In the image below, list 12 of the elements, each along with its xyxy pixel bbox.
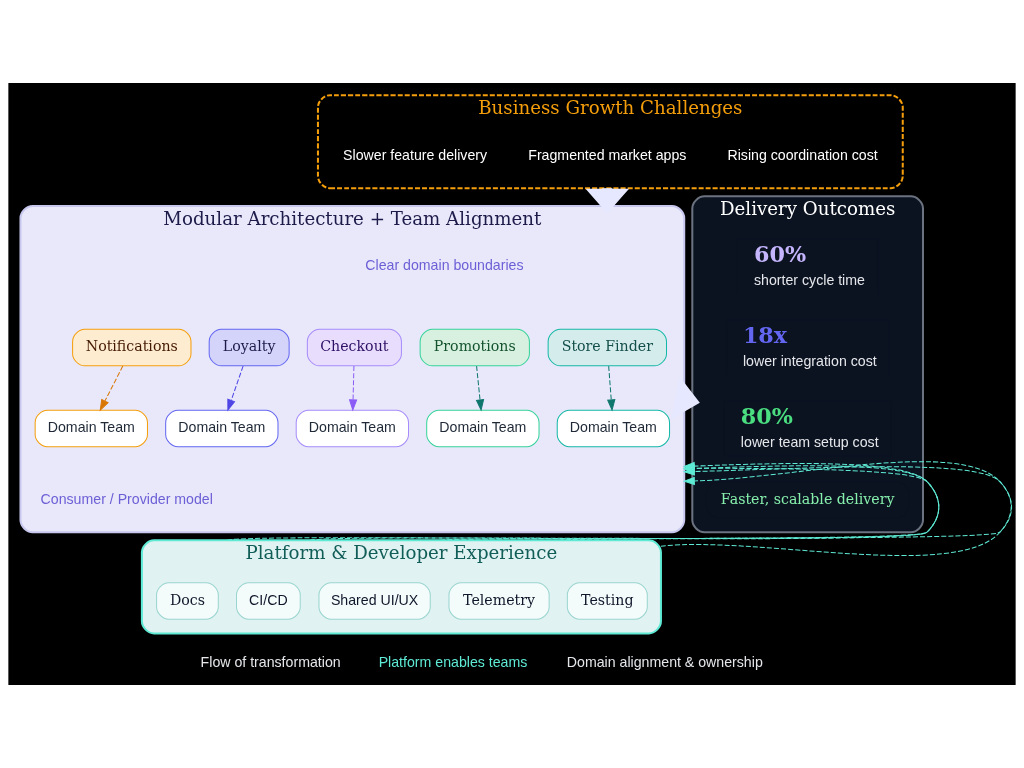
legend-label: Domain alignment & ownership [566,653,763,670]
node-text: 18x lower integration cost [742,322,877,369]
node-text: Fragmented market apps [528,146,687,163]
node-text: 80% lower team setup cost [740,403,879,450]
label: Consumer / Provider model [40,490,213,507]
legend-label: Platform enables teams [378,653,528,670]
node-text: Rising coordination cost [727,146,878,163]
node-text: Slower feature delivery [343,146,488,163]
node-text: Faster, scalable delivery [720,490,895,507]
legend-label: Flow of transformation [200,653,341,670]
node-text: 60% shorter cycle time [754,241,865,289]
label: Clear domain boundaries [365,257,524,274]
